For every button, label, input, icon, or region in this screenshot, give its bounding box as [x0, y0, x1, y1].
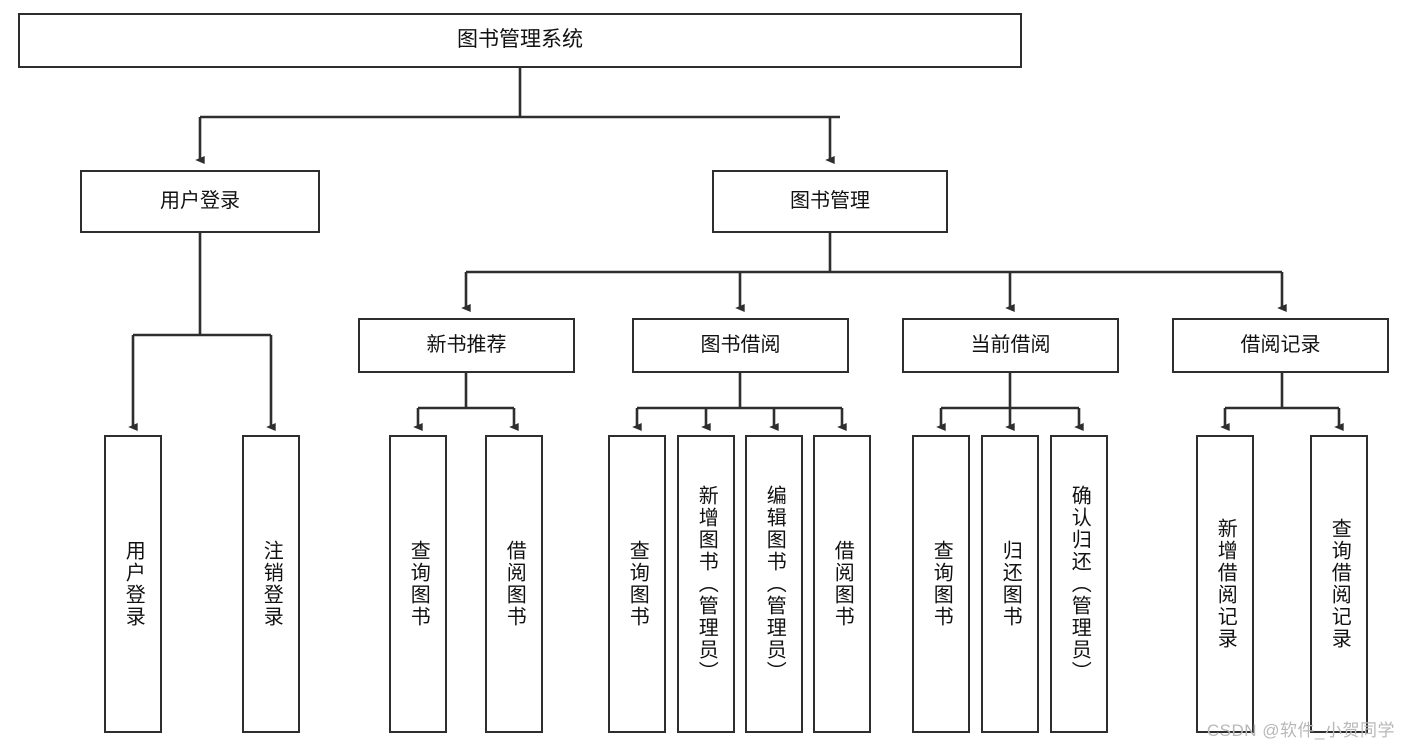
- node-label: 查询图书: [407, 540, 430, 628]
- node-label: 借阅记录: [1240, 333, 1321, 356]
- node-label: 图书管理系统: [457, 28, 583, 52]
- leaf-borrow-borrow-book[interactable]: 借阅图书: [813, 435, 871, 733]
- leaf-borrow-edit-book-admin[interactable]: 编辑图书（管理员）: [745, 435, 803, 733]
- node-label: 确认归还（管理员）: [1068, 485, 1091, 683]
- node-label: 当前借阅: [970, 333, 1051, 356]
- node-user-login[interactable]: 用户登录: [80, 170, 320, 233]
- leaf-current-confirm-return-admin[interactable]: 确认归还（管理员）: [1050, 435, 1108, 733]
- leaf-user-login[interactable]: 用户登录: [104, 435, 162, 733]
- leaf-record-query[interactable]: 查询借阅记录: [1310, 435, 1368, 733]
- node-label: 用户登录: [160, 189, 240, 212]
- node-label: 新书推荐: [426, 333, 507, 356]
- leaf-record-add[interactable]: 新增借阅记录: [1196, 435, 1254, 733]
- node-label: 查询借阅记录: [1328, 518, 1351, 650]
- node-label: 借阅图书: [503, 540, 526, 628]
- leaf-current-return-book[interactable]: 归还图书: [981, 435, 1039, 733]
- node-label: 新增图书（管理员）: [695, 485, 718, 683]
- leaf-new-book-query[interactable]: 查询图书: [389, 435, 447, 733]
- leaf-logout[interactable]: 注销登录: [242, 435, 300, 733]
- node-root-system[interactable]: 图书管理系统: [18, 13, 1022, 68]
- node-label: 注销登录: [260, 540, 283, 628]
- node-label: 编辑图书（管理员）: [763, 485, 786, 683]
- node-borrow-record[interactable]: 借阅记录: [1172, 318, 1389, 373]
- node-current-borrow[interactable]: 当前借阅: [902, 318, 1119, 373]
- node-label: 借阅图书: [831, 540, 854, 628]
- leaf-borrow-query-book[interactable]: 查询图书: [608, 435, 666, 733]
- leaf-current-query-book[interactable]: 查询图书: [912, 435, 970, 733]
- node-label: 新增借阅记录: [1214, 518, 1237, 650]
- node-new-book-recommend[interactable]: 新书推荐: [358, 318, 575, 373]
- leaf-borrow-add-book-admin[interactable]: 新增图书（管理员）: [677, 435, 735, 733]
- node-label: 归还图书: [999, 540, 1022, 628]
- node-label: 用户登录: [122, 540, 145, 628]
- node-book-management[interactable]: 图书管理: [712, 170, 948, 233]
- node-book-borrow[interactable]: 图书借阅: [632, 318, 849, 373]
- node-label: 图书借阅: [700, 333, 781, 356]
- node-label: 查询图书: [930, 540, 953, 628]
- node-label: 查询图书: [626, 540, 649, 628]
- leaf-new-book-borrow[interactable]: 借阅图书: [485, 435, 543, 733]
- node-label: 图书管理: [790, 189, 870, 212]
